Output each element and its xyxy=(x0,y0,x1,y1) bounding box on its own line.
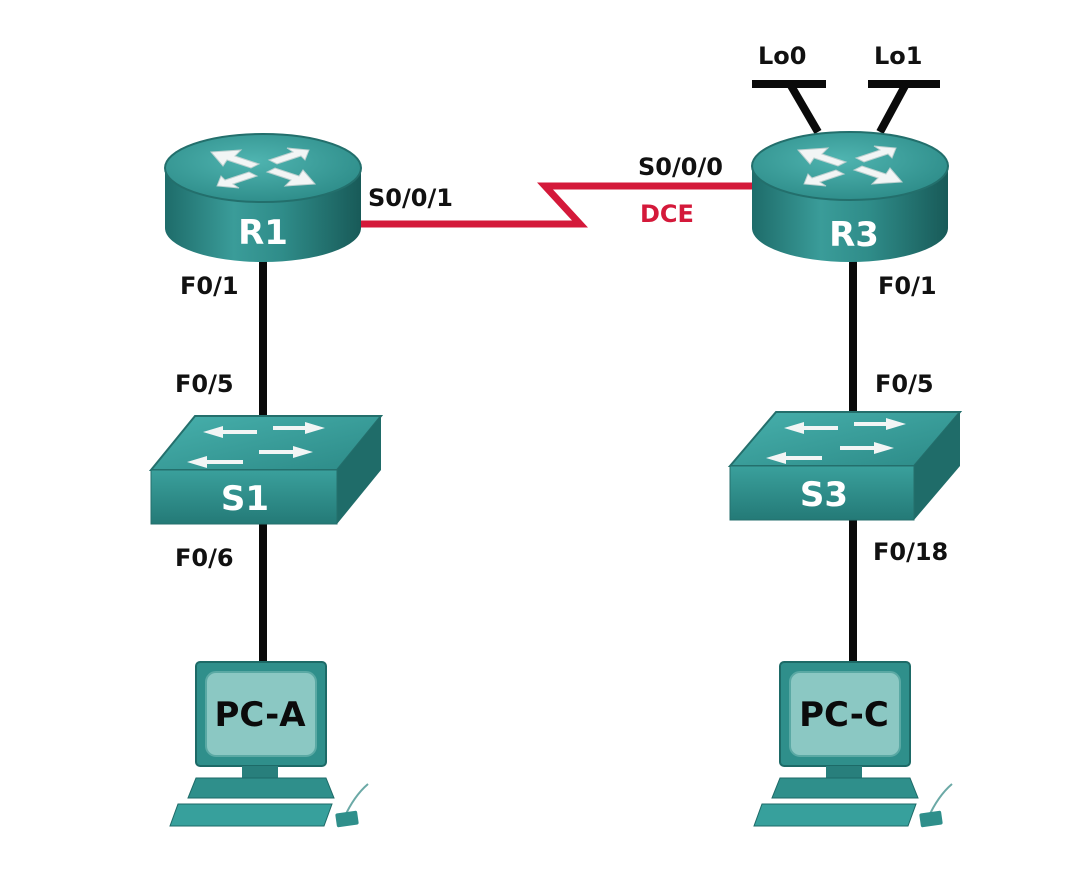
r3-label: R3 xyxy=(829,215,879,255)
label-s1-f06: F0/6 xyxy=(175,544,234,572)
pc-c-label: PC-C xyxy=(799,695,889,735)
switch-arrows-icon xyxy=(187,422,325,468)
s1-label: S1 xyxy=(221,479,269,519)
label-s3-f05: F0/5 xyxy=(875,370,934,398)
label-r1-s001: S0/0/1 xyxy=(368,184,453,212)
label-r3-f01: F0/1 xyxy=(878,272,937,300)
label-lo0: Lo0 xyxy=(758,42,806,70)
s3-label: S3 xyxy=(800,475,848,515)
router-r3[interactable]: R3 xyxy=(751,131,949,262)
label-dce: DCE xyxy=(640,200,694,228)
loopback-lo0[interactable] xyxy=(752,80,826,135)
pc-a-label: PC-A xyxy=(214,695,306,735)
links xyxy=(259,80,940,668)
pc-a[interactable]: PC-A xyxy=(169,661,369,828)
label-lo1: Lo1 xyxy=(874,42,922,70)
switch-arrows-icon xyxy=(766,418,906,464)
r1-label: R1 xyxy=(238,213,288,253)
label-s1-f05: F0/5 xyxy=(175,370,234,398)
switch-s1[interactable]: S1 xyxy=(148,415,384,525)
interface-labels: S0/0/1 S0/0/0 DCE F0/1 F0/5 F0/6 F0/1 F0… xyxy=(175,42,948,572)
pc-c[interactable]: PC-C xyxy=(753,661,953,828)
router-arrows-icon xyxy=(209,147,317,189)
router-arrows-icon xyxy=(796,145,904,187)
loopback-lo1[interactable] xyxy=(868,80,940,134)
label-r3-s000: S0/0/0 xyxy=(638,153,723,181)
router-r1[interactable]: R1 xyxy=(164,133,362,262)
label-s3-f018: F0/18 xyxy=(873,538,948,566)
switch-s3[interactable]: S3 xyxy=(727,411,963,521)
serial-link-r1-r3[interactable] xyxy=(355,182,760,228)
label-r1-f01: F0/1 xyxy=(180,272,239,300)
